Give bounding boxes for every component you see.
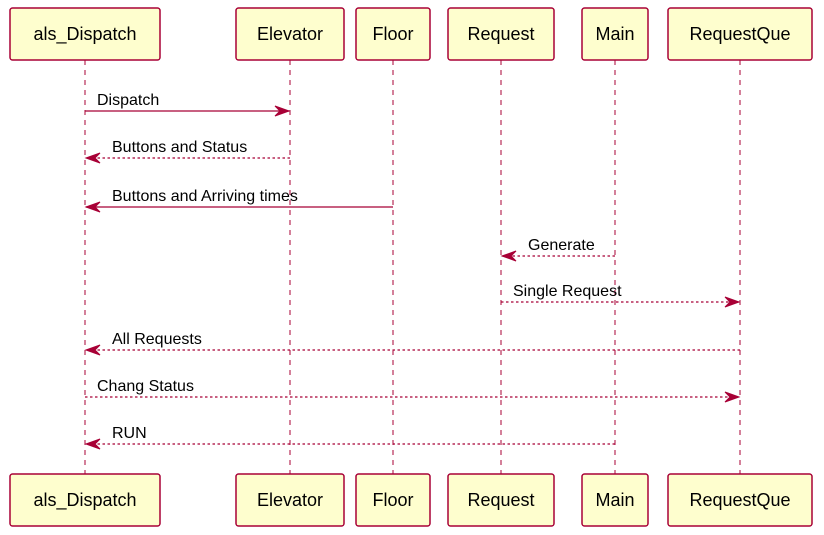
participant-label: als_Dispatch — [33, 24, 136, 45]
participant-box — [355, 473, 431, 527]
participant-label: Elevator — [257, 490, 323, 510]
participant-box — [235, 7, 345, 61]
participant-box — [9, 473, 161, 527]
participant-box — [581, 7, 649, 61]
message-5: All Requests — [84, 331, 740, 356]
participant-box — [355, 7, 431, 61]
message-1: Buttons and Status — [84, 139, 290, 164]
participant-main-bottom: Main — [581, 473, 649, 527]
message-0: Dispatch — [85, 92, 291, 117]
participant-label: Main — [595, 24, 634, 44]
participant-request-top: Request — [447, 7, 555, 61]
arrow-head-icon — [84, 152, 101, 164]
participant-box — [581, 473, 649, 527]
participant-als_dispatch-top: als_Dispatch — [9, 7, 161, 61]
message-label: Chang Status — [97, 378, 194, 395]
message-label: RUN — [112, 425, 147, 442]
participant-requestque-bottom: RequestQue — [667, 473, 813, 527]
participant-box — [9, 7, 161, 61]
participant-elevator-bottom: Elevator — [235, 473, 345, 527]
participant-label: Request — [467, 24, 534, 44]
message-label: Generate — [528, 237, 595, 254]
participant-label: Elevator — [257, 24, 323, 44]
arrow-head-icon — [724, 391, 741, 403]
participant-box — [667, 473, 813, 527]
participant-floor-top: Floor — [355, 7, 431, 61]
message-4: Single Request — [501, 283, 741, 308]
message-3: Generate — [500, 237, 615, 262]
message-2: Buttons and Arriving times — [84, 188, 393, 213]
participant-als_dispatch-bottom: als_Dispatch — [9, 473, 161, 527]
participant-label: RequestQue — [689, 24, 790, 44]
participant-label: Floor — [372, 24, 413, 44]
participant-box — [447, 473, 555, 527]
participant-label: Main — [595, 490, 634, 510]
message-7: RUN — [84, 425, 615, 450]
message-label: All Requests — [112, 331, 202, 348]
message-6: Chang Status — [85, 378, 741, 403]
participant-label: als_Dispatch — [33, 490, 136, 511]
participant-box — [447, 7, 555, 61]
participant-elevator-top: Elevator — [235, 7, 345, 61]
arrow-head-icon — [500, 250, 517, 262]
participant-label: Floor — [372, 490, 413, 510]
message-label: Buttons and Status — [112, 139, 247, 156]
participant-floor-bottom: Floor — [355, 473, 431, 527]
participant-requestque-top: RequestQue — [667, 7, 813, 61]
participant-label: RequestQue — [689, 490, 790, 510]
participant-box — [235, 473, 345, 527]
arrow-head-icon — [84, 344, 101, 356]
arrow-head-icon — [274, 105, 291, 117]
message-label: Single Request — [513, 283, 622, 300]
message-label: Buttons and Arriving times — [112, 188, 298, 205]
participant-main-top: Main — [581, 7, 649, 61]
participants: als_Dispatchals_DispatchElevatorElevator… — [9, 7, 813, 527]
participant-label: Request — [467, 490, 534, 510]
participant-box — [667, 7, 813, 61]
message-label: Dispatch — [97, 92, 159, 109]
arrow-head-icon — [724, 296, 741, 308]
arrow-head-icon — [84, 201, 101, 213]
lifelines — [84, 60, 741, 474]
participant-request-bottom: Request — [447, 473, 555, 527]
arrow-head-icon — [84, 438, 101, 450]
